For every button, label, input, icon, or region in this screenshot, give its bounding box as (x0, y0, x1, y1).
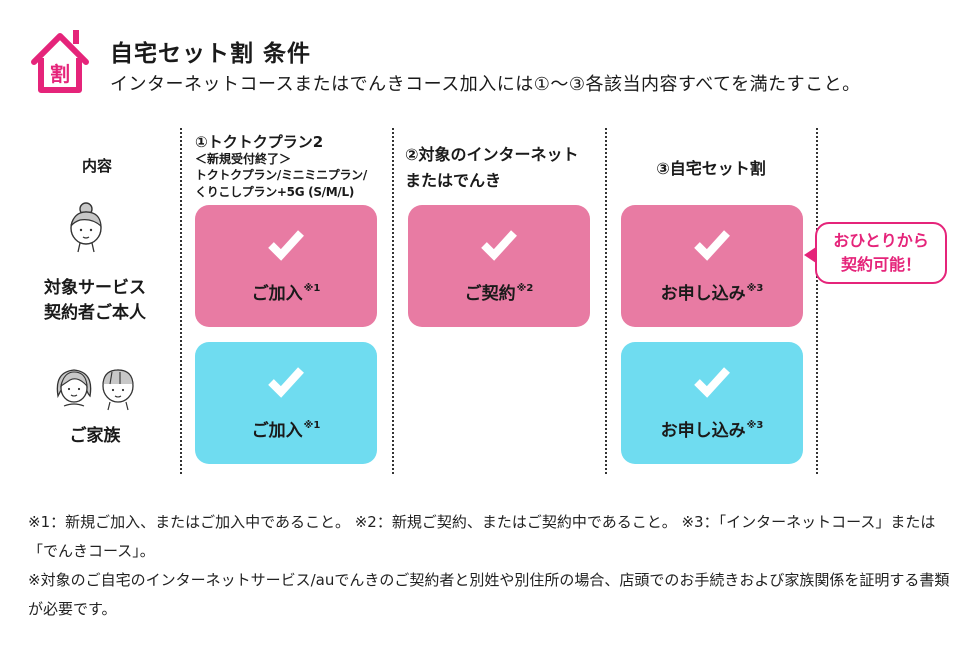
card-self-home-set: お申し込み※3 (621, 205, 803, 327)
column-header-internet: ②対象のインターネット またはでんき (405, 145, 579, 190)
row-header-label: 内容 (81, 157, 112, 175)
svg-text:割: 割 (50, 62, 70, 86)
card-family-home-set: お申し込み※3 (621, 342, 803, 464)
card-self-internet: ご契約※2 (408, 205, 590, 327)
card-family-plan: ご加入※1 (195, 342, 377, 464)
footnotes: ※1：新規ご加入、またはご加入中であること。 ※2：新規ご契約、またはご契約中で… (28, 508, 963, 624)
column-header-plan: ①トクトクプラン2 ＜新規受付終了＞ トクトクプラン/ミニミニプラン/ くりこし… (195, 133, 367, 199)
check-icon (268, 230, 304, 261)
column-divider (180, 128, 182, 474)
callout-bubble: おひとりから 契約可能！ (815, 222, 947, 284)
column-header-home-set: ③自宅セット割 (656, 159, 766, 178)
header: 割 自宅セット割 条件 インターネットコースまたはでんきコース加入には①～③各該… (30, 26, 960, 106)
conditions-table: 内容 ①トクトクプラン2 ＜新規受付終了＞ トクトクプラン/ミニミニプラン/ く… (44, 128, 947, 474)
check-icon (481, 230, 517, 261)
column-divider (605, 128, 607, 474)
check-icon (694, 367, 730, 398)
footnote-family-docs: ※対象のご自宅のインターネットサービス/auでんきのご契約者と別姓や別住所の場合… (28, 571, 950, 618)
footnote-1-3: ※1：新規ご加入、またはご加入中であること。 ※2：新規ご契約、またはご契約中で… (28, 513, 936, 560)
callout-tail (804, 247, 816, 263)
house-discount-icon: 割 (31, 30, 89, 93)
column-divider (392, 128, 394, 474)
check-icon (694, 230, 730, 261)
check-icon (268, 367, 304, 398)
page-title: 自宅セット割 条件 (110, 41, 312, 67)
page-subtitle: インターネットコースまたはでんきコース加入には①～③各該当内容すべてを満たすこと… (110, 74, 861, 95)
row-label-self: 対象サービス 契約者ご本人 (44, 278, 146, 323)
woman-avatar-icon (70, 202, 102, 253)
row-label-family: ご家族 (69, 426, 121, 446)
card-self-plan: ご加入※1 (195, 205, 377, 327)
column-divider (816, 128, 818, 474)
family-avatars-icon (56, 369, 134, 411)
